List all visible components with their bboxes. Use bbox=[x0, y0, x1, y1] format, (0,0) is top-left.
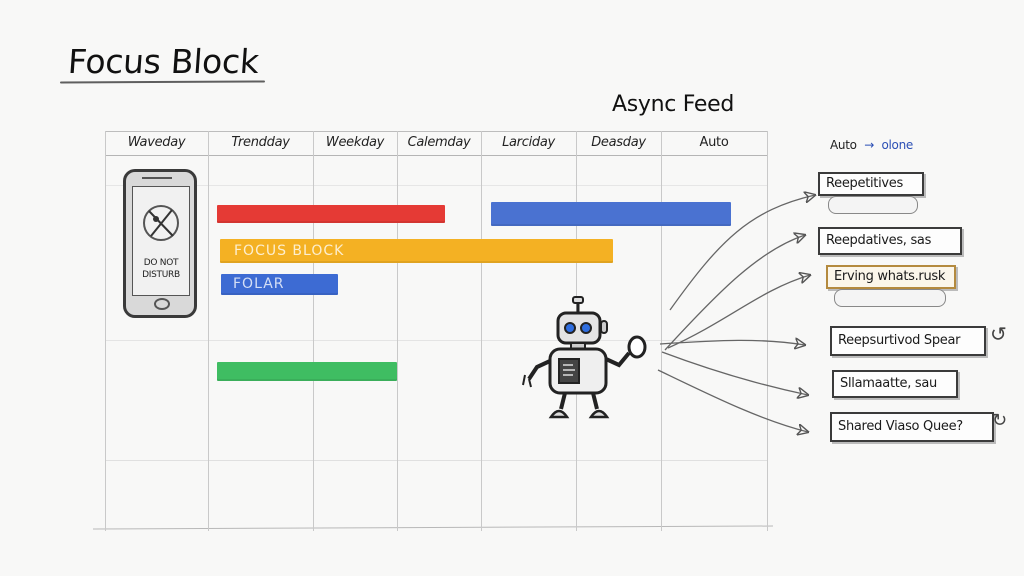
page-title: Focus Block bbox=[66, 42, 261, 81]
feed-item-label: Reepdatives, sas bbox=[826, 233, 932, 248]
grid-line bbox=[105, 131, 106, 531]
phone-screen: DO NOT DISTURB bbox=[132, 186, 190, 296]
event-bar-green[interactable] bbox=[217, 362, 397, 381]
grid-line bbox=[767, 131, 768, 531]
event-bar-blue[interactable] bbox=[491, 202, 731, 226]
feed-item-attachment bbox=[828, 196, 918, 214]
dnd-label-line2: DISTURB bbox=[142, 270, 180, 280]
grid-line bbox=[105, 185, 767, 186]
feed-item[interactable]: Shared Viaso Quee? bbox=[830, 412, 994, 442]
feed-item[interactable]: Reepsurtivod Spear bbox=[830, 326, 986, 356]
event-bar-red[interactable] bbox=[217, 205, 445, 223]
grid-line bbox=[105, 340, 767, 341]
reply-icon[interactable]: ↺ bbox=[990, 322, 1007, 346]
phone-do-not-disturb: DO NOT DISTURB bbox=[123, 169, 197, 318]
column-header[interactable]: Weekday bbox=[325, 135, 385, 150]
grid-line bbox=[481, 131, 482, 531]
column-header[interactable]: Deasday bbox=[591, 135, 646, 150]
robot-icon bbox=[522, 296, 647, 419]
title-underline bbox=[59, 80, 266, 84]
grid-line bbox=[397, 131, 398, 531]
phone-speaker bbox=[142, 177, 172, 182]
feed-item-highlighted[interactable]: Erving whats.rusk bbox=[826, 265, 956, 289]
event-bar-folar[interactable]: FOLAR bbox=[221, 274, 338, 295]
feed-item-attachment bbox=[834, 289, 946, 307]
flow-arrows bbox=[657, 180, 840, 440]
grid-line bbox=[661, 131, 662, 531]
reply-icon[interactable]: ↻ bbox=[992, 410, 1008, 431]
arrow-right-icon: → bbox=[864, 138, 874, 152]
column-header[interactable]: Larciday bbox=[502, 135, 555, 150]
column-header[interactable]: Auto bbox=[699, 135, 729, 150]
event-bar-focus-block[interactable]: FOCUS BLOCK bbox=[220, 239, 613, 263]
feed-route-label: Auto → olone bbox=[830, 138, 913, 152]
feed-item-label: Reepetitives bbox=[826, 176, 903, 191]
feed-route-from: Auto bbox=[830, 138, 857, 152]
do-not-disturb-icon bbox=[143, 205, 179, 241]
feed-title: Async Feed bbox=[612, 92, 735, 117]
event-bar-label: FOCUS BLOCK bbox=[234, 243, 345, 259]
dnd-label-line1: DO NOT bbox=[143, 258, 179, 268]
column-header[interactable]: Waveday bbox=[127, 135, 186, 150]
column-header[interactable]: Calemday bbox=[407, 135, 471, 150]
feed-item-label: Shared Viaso Quee? bbox=[838, 419, 963, 434]
feed-item[interactable]: Sllamaatte, sau bbox=[832, 370, 958, 398]
feed-item-label: Reepsurtivod Spear bbox=[838, 333, 961, 348]
grid-line bbox=[105, 460, 767, 461]
grid-line bbox=[105, 131, 767, 132]
column-header[interactable]: Trendday bbox=[231, 135, 290, 150]
grid-line bbox=[105, 155, 767, 156]
calendar-grid: Waveday Trendday Weekday Calemday Larcid… bbox=[93, 131, 773, 531]
event-bar-label: FOLAR bbox=[233, 276, 285, 292]
feed-item-label: Sllamaatte, sau bbox=[840, 376, 937, 391]
phone-home-button bbox=[154, 298, 170, 310]
grid-line bbox=[208, 131, 209, 531]
feed-item-label: Erving whats.rusk bbox=[834, 269, 946, 284]
feed-item[interactable]: Reepdatives, sas bbox=[818, 227, 962, 255]
grid-baseline bbox=[93, 525, 773, 530]
dnd-label: DO NOT DISTURB bbox=[133, 257, 189, 281]
grid-line bbox=[313, 131, 314, 531]
feed-route-to: olone bbox=[881, 138, 913, 152]
feed-item[interactable]: Reepetitives bbox=[818, 172, 924, 196]
